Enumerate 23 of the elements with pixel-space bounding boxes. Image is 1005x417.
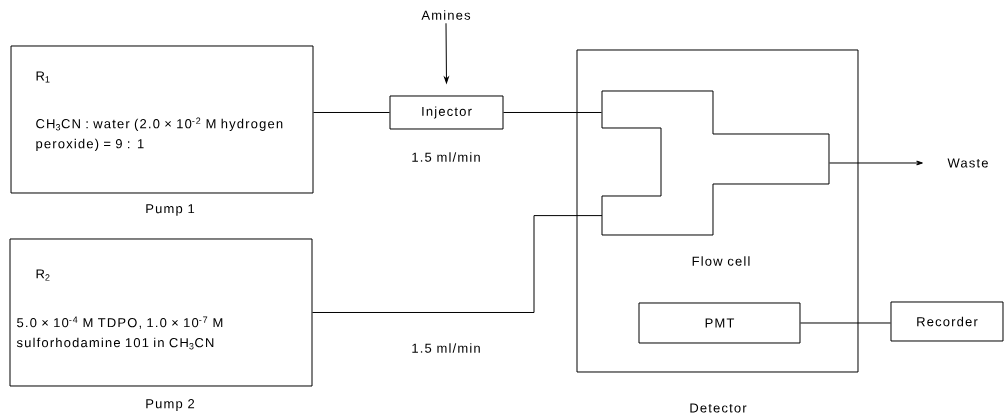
injector-box: Injector	[389, 95, 504, 130]
connector-line	[503, 112, 602, 113]
reagent-box: R$_{2}$ 5.0 × 10$^{-4}$ M TDPO, 1.0 × 10$^{-7}$ M sulforhodamine 101 in CH$_{3}$CN	[9, 238, 313, 387]
connector-line	[312, 215, 603, 313]
node-label: CH$_{3}$CN : water (2.0 × 10$^{-2}$ M hydrogen peroxide) = 9 : 1	[36, 117, 283, 151]
flow-cell-label: Flow cell	[692, 256, 750, 266]
connector-line	[800, 322, 891, 324]
recorder-box: Recorder	[890, 301, 1004, 342]
pmt-box: PMT	[638, 302, 801, 344]
flow-rate-label: 1.5 ml/min	[412, 152, 480, 162]
outlet-label: Waste	[947, 158, 988, 168]
arrow	[829, 160, 923, 166]
arrow	[444, 22, 449, 84]
connector-line	[313, 112, 390, 113]
flow-rate-label: 1.5 ml/min	[410, 342, 482, 354]
reagent-box: R$_{1}$ CH$_{3}$CN : water (2.0 × 10$^{-2}$ M hydrogen peroxide) = 9 : 1	[10, 45, 314, 194]
node-label: R$_{1}$	[36, 71, 50, 83]
detector-label: Detector	[690, 403, 747, 413]
inlet-label: Amines	[421, 10, 471, 20]
node-label: R$_{2}$	[36, 269, 50, 281]
node-label: 5.0 × 10$^{-4}$ M TDPO, 1.0 × 10$^{-7}$ M sulforhodamine 101 in CH$_{3}$CN	[16, 316, 223, 350]
pump-label: Pump 2	[146, 399, 195, 411]
pump-label: Pump 1	[146, 204, 195, 216]
